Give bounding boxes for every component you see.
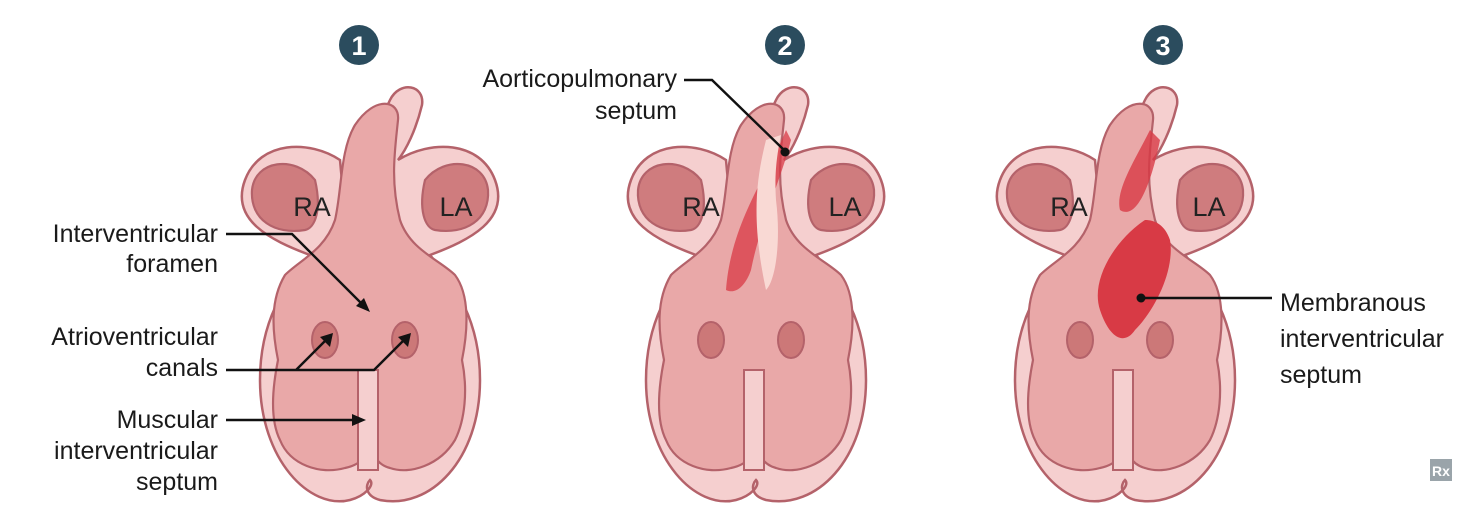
muscular-septum-arrowhead [352, 414, 366, 426]
label-muscular-septum: Muscular interventricular septum [54, 406, 218, 496]
atrioventricular-canals-line-1: Atrioventricular [51, 323, 218, 351]
step-number-2: 2 [777, 31, 792, 61]
ra-label-3: RA [1050, 192, 1088, 222]
interventricular-foramen-line-1: Interventricular [53, 220, 218, 248]
rx-logo: Rx [1430, 459, 1452, 481]
interventricular-foramen-line-2: foramen [126, 250, 218, 278]
la-label-2: LA [828, 192, 861, 222]
membranous-septum-line-2: interventricular [1280, 325, 1444, 353]
step-number-3: 3 [1155, 31, 1170, 61]
aorticopulmonary-septum-leader [684, 78, 785, 151]
muscular-septum-line-1: Muscular [117, 406, 218, 434]
atrioventricular-canals-leader [226, 339, 405, 372]
membranous-septum-dot [1136, 293, 1146, 303]
muscular-septum-line-3: septum [136, 468, 218, 496]
interventricular-foramen-leader [226, 232, 365, 307]
step-badge-2: 2 [765, 25, 805, 65]
aorticopulmonary-septum-line-1: Aorticopulmonary [482, 65, 677, 93]
la-label-3: LA [1192, 192, 1225, 222]
label-atrioventricular-canals: Atrioventricular canals [51, 323, 218, 382]
muscular-septum-line-2: interventricular [54, 437, 218, 465]
heart-stage-1 [240, 86, 500, 503]
rx-logo-text: Rx [1432, 463, 1450, 479]
label-interventricular-foramen: Interventricular foramen [53, 220, 218, 278]
label-membranous-septum: Membranous interventricular septum [1280, 289, 1444, 389]
step-number-1: 1 [351, 31, 366, 61]
label-aorticopulmonary-septum: Aorticopulmonary septum [482, 65, 677, 125]
la-label-1: LA [439, 192, 472, 222]
step-badge-1: 1 [339, 25, 379, 65]
heart-stage-2 [626, 86, 886, 503]
step-badge-3: 3 [1143, 25, 1183, 65]
ra-label-2: RA [682, 192, 720, 222]
heart-stage-3 [995, 86, 1255, 503]
aorticopulmonary-septum-dot [780, 147, 790, 157]
atrioventricular-canals-line-2: canals [146, 354, 218, 382]
membranous-septum-line-3: septum [1280, 361, 1362, 389]
atrioventricular-canals-arrowhead-right [398, 333, 411, 347]
aorticopulmonary-septum-line-2: septum [595, 97, 677, 125]
atrioventricular-canals-arrowhead-left [320, 333, 333, 347]
membranous-septum-line-1: Membranous [1280, 289, 1426, 317]
interventricular-foramen-arrowhead [356, 298, 370, 312]
ra-label-1: RA [293, 192, 331, 222]
